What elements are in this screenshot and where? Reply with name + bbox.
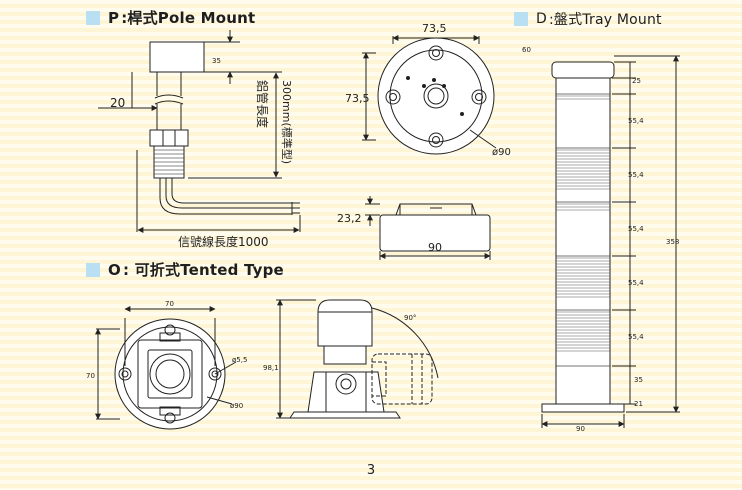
tented-width: 70 [165, 300, 174, 308]
section-code: P [108, 8, 120, 27]
dim-20: 20 [110, 96, 125, 110]
pipe-length-value: 300mm(標準型) [280, 80, 294, 164]
tray-dim-seg3: 55,4 [628, 171, 644, 179]
section-label: : 可折式Tented Type [122, 261, 284, 279]
tray-dim-base: 21 [634, 400, 643, 408]
section-tray-mount-heading: D:盤式Tray Mount [514, 9, 662, 29]
top-view-width: 73,5 [422, 22, 447, 35]
tray-dim-total: 358 [666, 238, 679, 246]
tented-angle: 90° [404, 314, 416, 322]
tented-side-view-drawing [276, 299, 439, 419]
section-label: :桿式Pole Mount [121, 9, 256, 27]
tray-dim-seg6: 55,4 [628, 333, 644, 341]
section-marker-icon [86, 262, 100, 277]
tented-total-height: 98,1 [263, 364, 279, 372]
side-view-drawing [365, 196, 491, 260]
page-number: 3 [366, 463, 376, 478]
tray-dim-seg4: 55,4 [628, 225, 644, 233]
tented-hole: ø5,5 [232, 356, 247, 364]
tray-dim-seg7: 35 [634, 376, 643, 384]
tray-dim-seg1: 25 [632, 77, 641, 85]
side-view-height: 23,2 [337, 212, 362, 225]
tray-tower-drawing [541, 55, 680, 428]
tented-top-view-drawing [95, 306, 237, 430]
tray-dim-seg2: 55,4 [628, 117, 644, 125]
top-view-diameter: ø90 [492, 147, 511, 158]
tray-dim-width: 90 [576, 425, 585, 433]
pole-mount-drawing [98, 30, 301, 233]
section-code: D [536, 11, 547, 27]
tray-dim-seg5: 55,4 [628, 279, 644, 287]
dim-35: 35 [212, 57, 221, 65]
pipe-length-label: 鋁管長度 [255, 80, 270, 128]
side-view-width: 90 [428, 241, 442, 254]
cable-length-label: 信號線長度1000 [178, 234, 269, 249]
top-view-height: 73,5 [345, 92, 370, 105]
tented-diameter: ø90 [230, 402, 243, 410]
section-tented-type-heading: O: 可折式Tented Type [86, 259, 284, 280]
section-label: :盤式Tray Mount [548, 12, 662, 28]
tented-height: 70 [86, 372, 95, 380]
section-pole-mount-heading: P:桿式Pole Mount [86, 7, 255, 28]
top-view-drawing [362, 35, 497, 155]
section-marker-icon [86, 10, 100, 25]
section-marker-icon [514, 12, 528, 26]
tray-dim-top: 60 [522, 46, 531, 54]
section-code: O [108, 260, 121, 279]
